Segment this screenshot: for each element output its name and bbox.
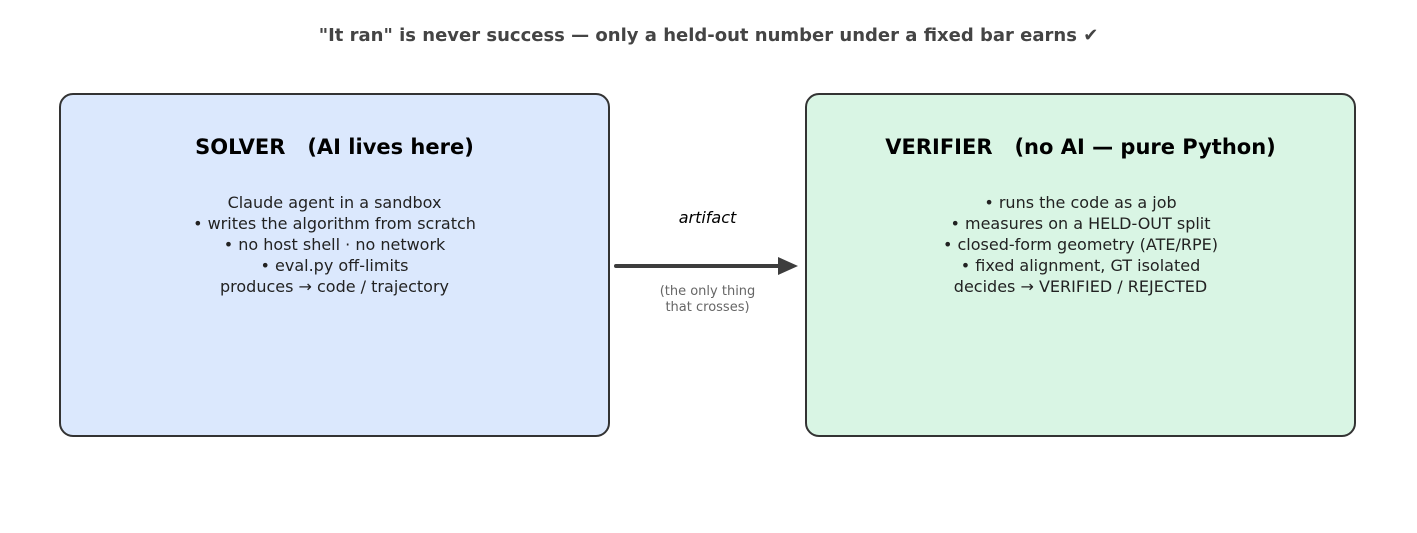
- verifier-line: • closed-form geometry (ATE/RPE): [942, 235, 1218, 254]
- right-arrow-icon: [614, 257, 798, 275]
- verifier-line: • runs the code as a job: [984, 193, 1177, 212]
- solver-line: • writes the algorithm from scratch: [193, 214, 476, 233]
- solver-title: SOLVER (AI lives here): [195, 135, 474, 159]
- verifier-title: VERIFIER (no AI — pure Python): [885, 135, 1276, 159]
- arrow-note-line: that crosses): [665, 300, 750, 315]
- verifier-box: VERIFIER (no AI — pure Python) • runs th…: [805, 93, 1356, 437]
- solver-description: Claude agent in a sandbox • writes the a…: [61, 192, 608, 297]
- solver-line: Claude agent in a sandbox: [227, 193, 442, 212]
- verifier-description: • runs the code as a job • measures on a…: [807, 192, 1354, 297]
- diagram-caption: "It ran" is never success — only a held-…: [318, 25, 1099, 46]
- arrow-note-line: (the only thing: [659, 284, 756, 299]
- verifier-line: • fixed alignment, GT isolated: [960, 256, 1201, 275]
- verifier-line: • measures on a HELD-OUT split: [950, 214, 1211, 233]
- solver-line: • no host shell · no network: [223, 235, 446, 254]
- solver-box: SOLVER (AI lives here) Claude agent in a…: [59, 93, 610, 437]
- solver-line: produces → code / trajectory: [219, 277, 450, 296]
- verifier-line: decides → VERIFIED / REJECTED: [953, 277, 1208, 296]
- arrow-note: (the only thing that crosses): [610, 284, 805, 316]
- solver-line: • eval.py off-limits: [260, 256, 409, 275]
- arrow-label: artifact: [678, 208, 737, 227]
- artifact-connector: artifact (the only thing that crosses): [610, 200, 805, 330]
- arrow-head: [778, 257, 798, 275]
